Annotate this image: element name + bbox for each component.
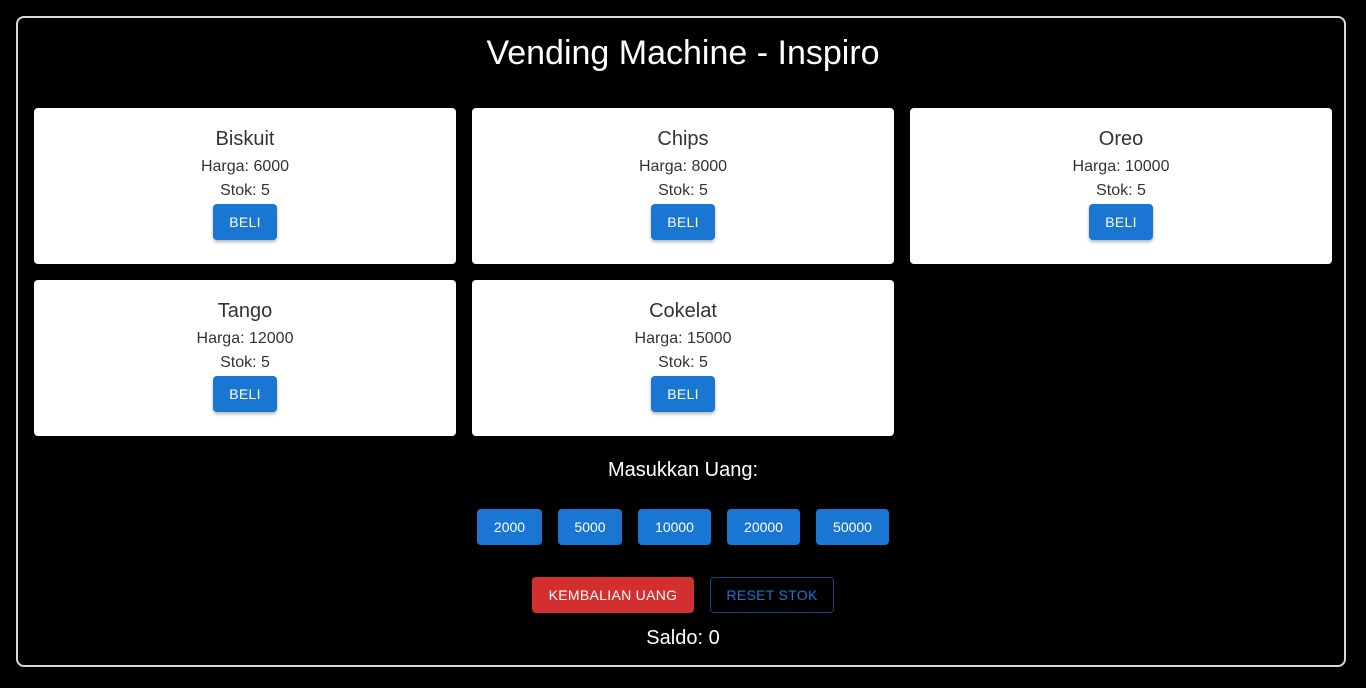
product-stock: Stok: 5 [220,182,270,199]
balance-display: Saldo: 0 [646,627,720,649]
insert-20000-button[interactable]: 20000 [727,509,800,545]
product-name: Chips [657,128,709,150]
product-name: Cokelat [649,300,717,322]
product-card-oreo: Oreo Harga: 10000 Stok: 5 BELI [910,108,1332,264]
app-frame [16,16,1346,667]
product-price: Harga: 8000 [638,158,728,175]
page-title: Vending Machine - Inspiro [486,34,880,72]
buy-button-tango[interactable]: BELI [213,376,277,412]
product-price: Harga: 15000 [634,330,732,347]
buy-button-chips[interactable]: BELI [651,204,715,240]
buy-button-cokelat[interactable]: BELI [651,376,715,412]
product-name: Tango [217,300,273,322]
buy-button-biskuit[interactable]: BELI [213,204,277,240]
product-stock: Stok: 5 [658,182,708,199]
insert-2000-button[interactable]: 2000 [477,509,542,545]
product-card-biskuit: Biskuit Harga: 6000 Stok: 5 BELI [34,108,456,264]
product-stock: Stok: 5 [1096,182,1146,199]
product-name: Oreo [1098,128,1144,150]
return-change-button[interactable]: KEMBALIAN UANG [532,577,694,613]
product-name: Biskuit [215,128,275,150]
insert-money-label: Masukkan Uang: [607,459,759,481]
product-stock: Stok: 5 [658,354,708,371]
insert-10000-button[interactable]: 10000 [638,509,711,545]
product-card-tango: Tango Harga: 12000 Stok: 5 BELI [34,280,456,436]
product-price: Harga: 6000 [200,158,290,175]
product-card-chips: Chips Harga: 8000 Stok: 5 BELI [472,108,894,264]
insert-50000-button[interactable]: 50000 [816,509,889,545]
product-stock: Stok: 5 [220,354,270,371]
insert-5000-button[interactable]: 5000 [558,509,622,545]
product-price: Harga: 12000 [196,330,294,347]
buy-button-oreo[interactable]: BELI [1089,204,1153,240]
reset-stock-button[interactable]: RESET STOK [710,577,834,613]
product-price: Harga: 10000 [1072,158,1170,175]
product-card-cokelat: Cokelat Harga: 15000 Stok: 5 BELI [472,280,894,436]
